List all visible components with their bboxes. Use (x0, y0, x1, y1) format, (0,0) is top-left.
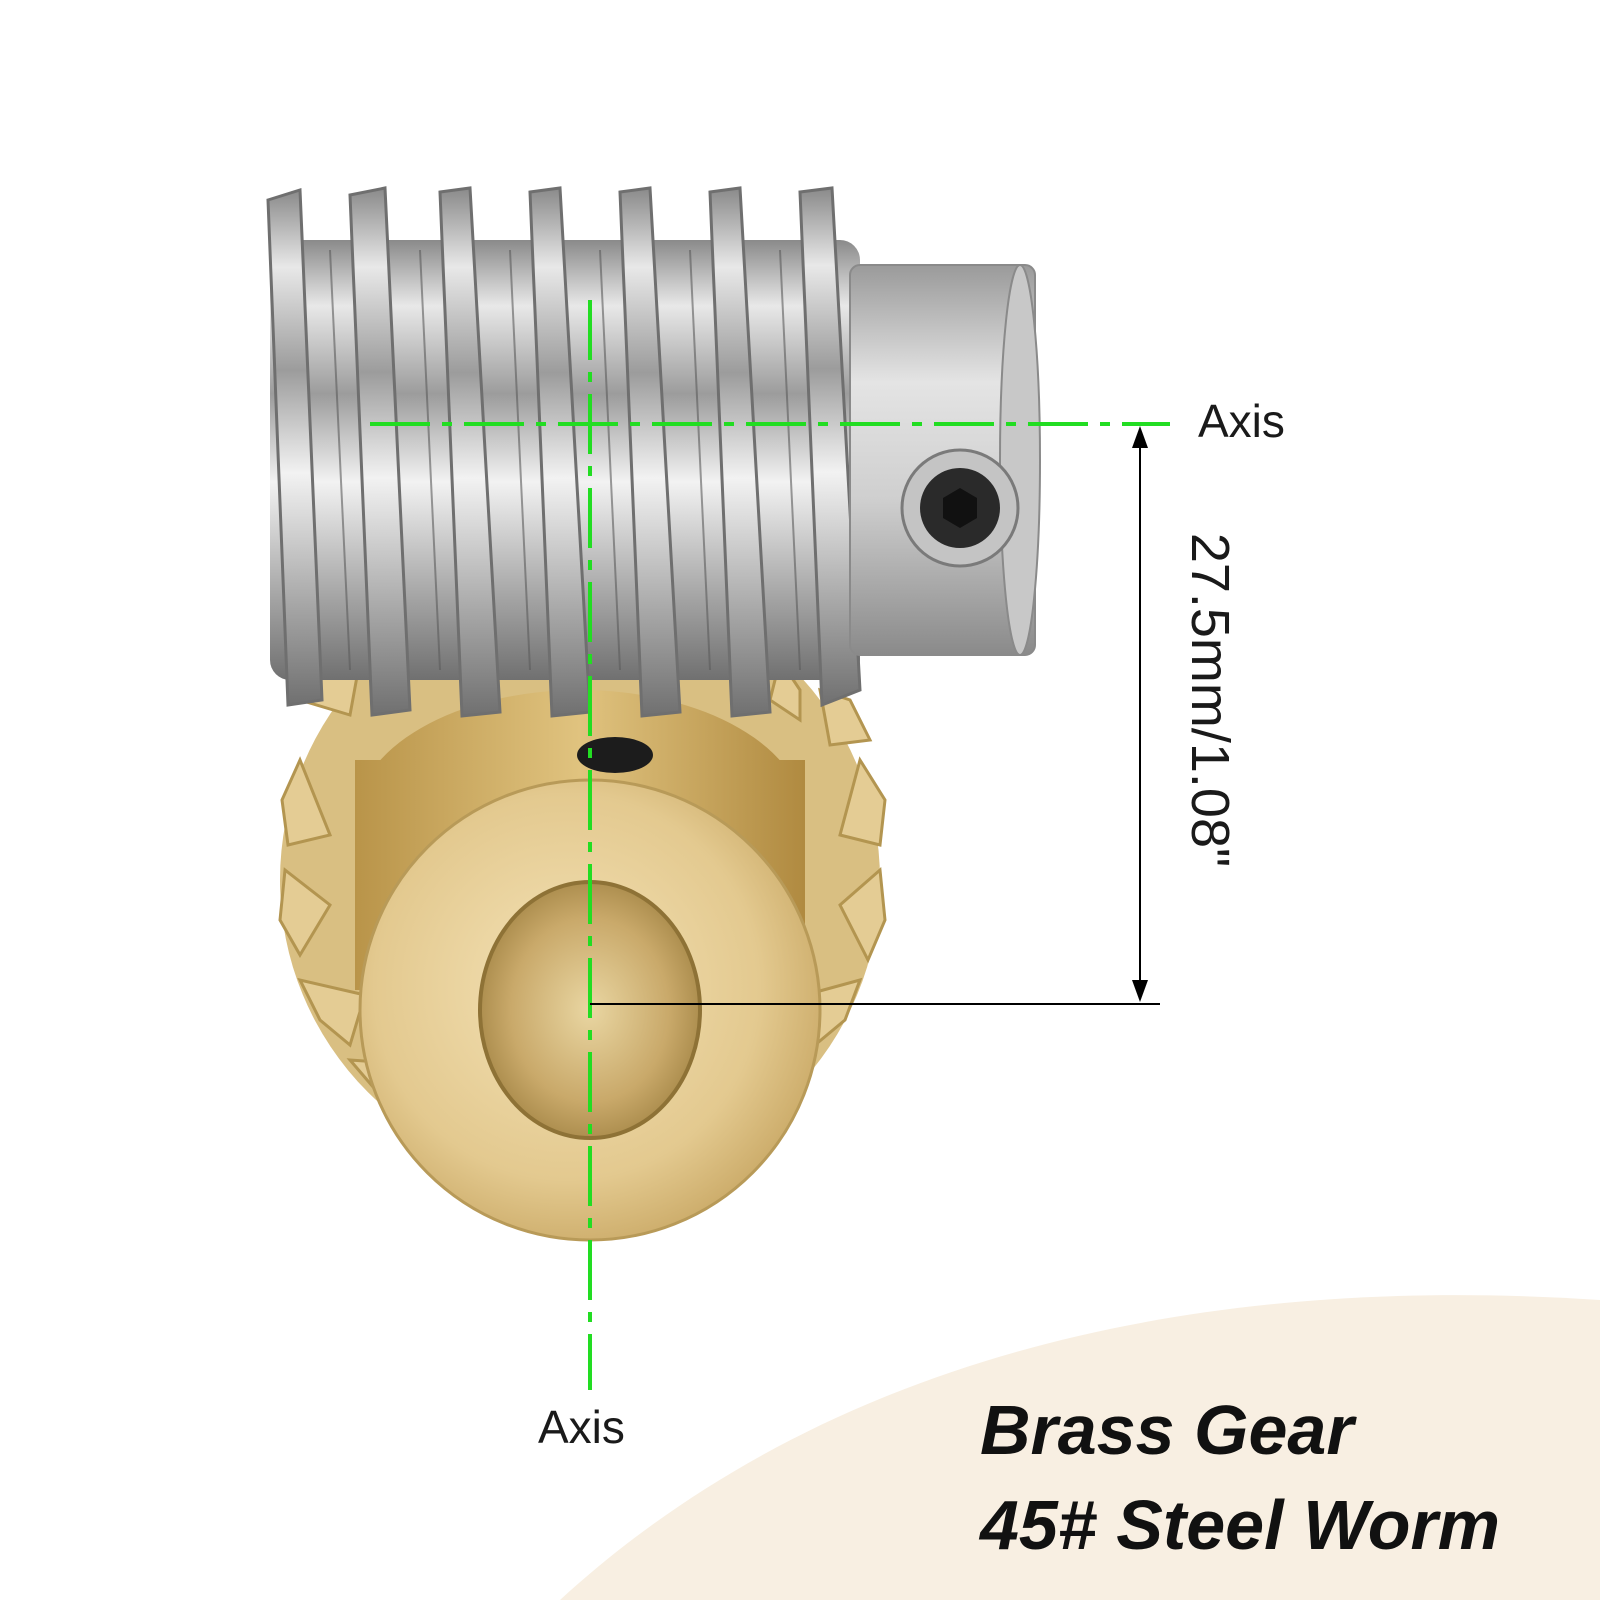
dimension-marker (590, 426, 1160, 1005)
steel-worm (266, 186, 862, 718)
dimension-arrow-up-icon (1132, 426, 1148, 448)
dimension-arrow-down-icon (1132, 980, 1148, 1002)
caption-steel-worm: 45# Steel Worm (980, 1486, 1501, 1564)
caption-brass-gear: Brass Gear (980, 1391, 1354, 1469)
set-screw-hole (577, 737, 653, 773)
center-distance-label: 27.5mm/1.08" (1180, 532, 1240, 868)
axis-label-horizontal: Axis (1198, 395, 1285, 447)
axis-label-vertical: Axis (538, 1401, 625, 1453)
steel-collar (849, 264, 1041, 656)
axis-lines (370, 300, 1170, 1390)
